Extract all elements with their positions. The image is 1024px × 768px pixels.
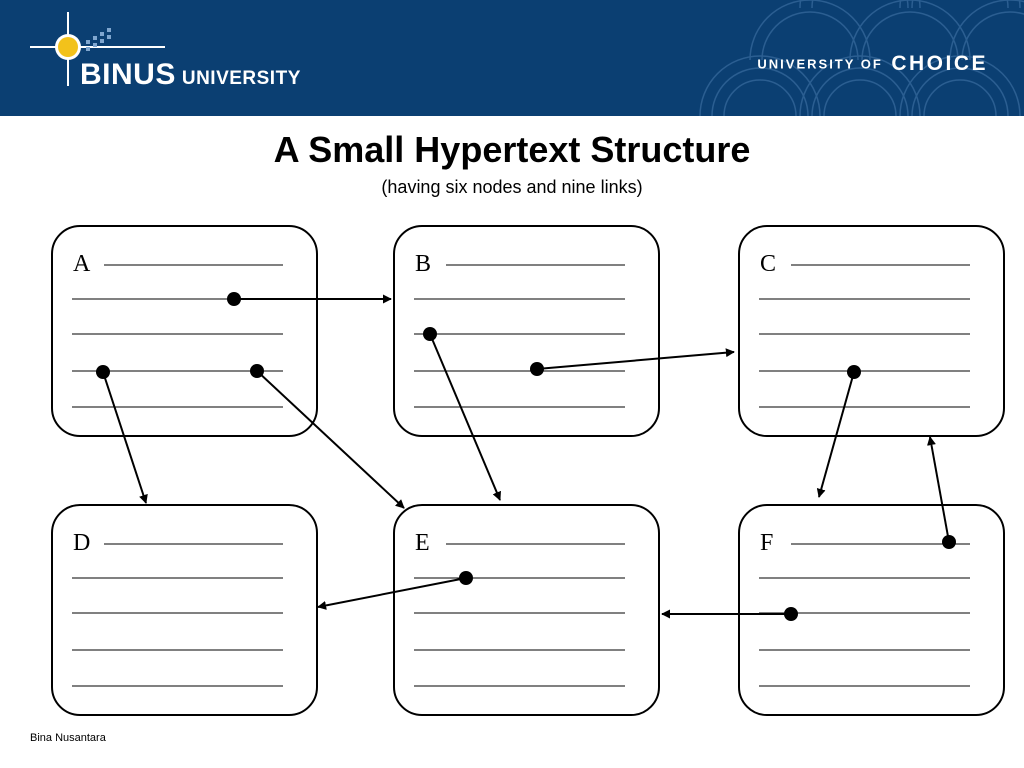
link-anchor-dot (942, 535, 956, 549)
link-b-to-e (423, 327, 501, 501)
binus-logo-icon (30, 12, 165, 86)
node-a: A (51, 225, 318, 437)
link-anchor-dot (847, 365, 861, 379)
node-f: F (738, 504, 1005, 716)
link-c-to-f (816, 365, 861, 498)
link-anchor-dot (423, 327, 437, 341)
link-f-to-c (927, 436, 956, 549)
wave-pattern-decoration (699, 0, 1024, 116)
link-arrow (256, 370, 405, 509)
tagline-small: UNIVERSITY OF (757, 56, 883, 72)
logo-name: BINUS (80, 58, 176, 91)
link-anchor-dot (530, 362, 544, 376)
link-anchor-dot (96, 365, 110, 379)
node-label: A (73, 251, 91, 277)
link-e-to-d (317, 571, 473, 610)
footer-text: Bina Nusantara (30, 732, 106, 744)
node-box (51, 504, 318, 716)
link-arrow (536, 348, 735, 370)
node-label: C (760, 251, 776, 277)
node-box (738, 504, 1005, 716)
node-d: D (51, 504, 318, 716)
node-box (393, 225, 660, 437)
slide-title: A Small Hypertext Structure (273, 129, 751, 170)
node-box (738, 225, 1005, 437)
link-arrow (927, 436, 950, 543)
node-e: E (393, 504, 660, 716)
link-arrow (317, 577, 467, 610)
link-f-to-e (661, 607, 798, 621)
node-c: C (738, 225, 1005, 437)
link-anchor-dot (784, 607, 798, 621)
header-background (0, 0, 1024, 116)
node-box (51, 225, 318, 437)
link-arrow (816, 371, 855, 498)
node-b: B (393, 225, 660, 437)
node-label: E (415, 530, 430, 556)
node-label: F (760, 530, 773, 556)
tagline-big: CHOICE (891, 52, 988, 75)
tagline: UNIVERSITY OF CHOICE (757, 52, 988, 76)
link-anchor-dot (250, 364, 264, 378)
link-a-to-e (250, 364, 405, 509)
node-box (393, 504, 660, 716)
link-a-to-b (227, 292, 392, 306)
slide-subtitle: (having six nodes and nine links) (381, 177, 643, 197)
link-b-to-c (530, 348, 735, 376)
node-label: B (415, 251, 431, 277)
link-anchor-dot (459, 571, 473, 585)
node-label: D (73, 530, 90, 556)
link-a-to-d (96, 365, 148, 504)
link-anchor-dot (227, 292, 241, 306)
link-arrow (429, 333, 501, 501)
logo-suffix: UNIVERSITY (181, 68, 301, 89)
link-arrow (102, 371, 148, 504)
